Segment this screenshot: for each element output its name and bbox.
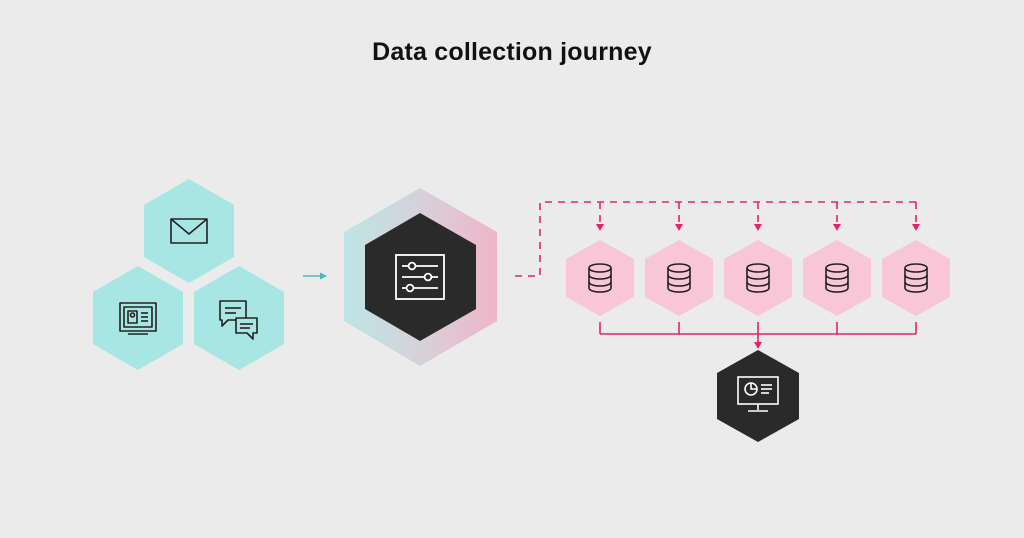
store-arrowheads [596,224,920,231]
store-hex-4 [803,240,871,316]
monitor-chart-icon [737,376,779,412]
store-hex-2 [645,240,713,316]
database-icon [667,263,691,293]
database-icon [746,263,770,293]
output-arrowhead [754,342,762,349]
database-icon [588,263,612,293]
source-hex-id-card [93,266,183,370]
source-to-processor-arrow [303,272,327,280]
source-hex-email [144,179,234,283]
envelope-icon [170,218,208,244]
store-hex-3 [724,240,792,316]
store-hex-1 [566,240,634,316]
chat-bubbles-icon [219,300,258,340]
diagram-title: Data collection journey [372,38,652,66]
output-hex [717,350,799,442]
database-icon [825,263,849,293]
id-card-icon [119,302,157,335]
store-hex-5 [882,240,950,316]
sliders-icon [395,254,445,300]
database-icon [904,263,928,293]
processor-to-stores-connector [515,201,917,277]
stores-to-output-connector [599,322,917,343]
